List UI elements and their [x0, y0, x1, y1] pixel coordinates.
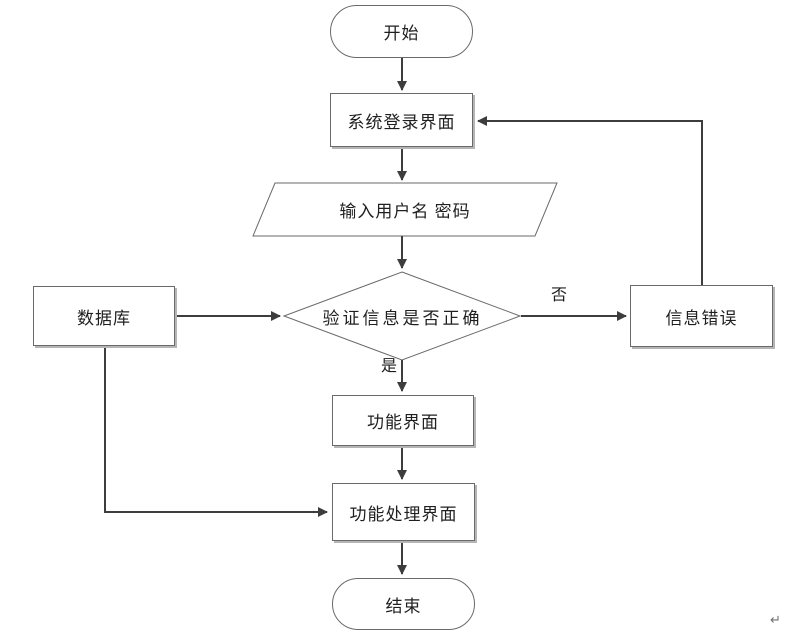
node-verify-label: 验证信息是否正确 [322, 308, 483, 328]
node-handler-label: 功能处理界面 [349, 504, 458, 524]
edge-error-to-login [477, 116, 703, 285]
node-end: 结束 [332, 578, 475, 630]
input-parallelogram-shape [252, 182, 558, 237]
paragraph-return-mark: ↵ [770, 613, 781, 628]
node-input-credentials: 输入用户名 密码 [275, 183, 535, 236]
edge-label-yes: 是 [381, 358, 398, 375]
node-start: 开始 [330, 5, 473, 58]
node-login-screen: 系统登录界面 [330, 93, 473, 147]
node-database-label: 数据库 [77, 308, 131, 328]
node-verify-decision: 验证信息是否正确 [285, 272, 520, 360]
node-input-label: 输入用户名 密码 [339, 202, 471, 221]
node-info-error-label: 信息错误 [665, 308, 738, 328]
edge-database-to-handler [104, 346, 328, 517]
node-function-label: 功能界面 [367, 413, 439, 432]
node-info-error: 信息错误 [630, 285, 773, 347]
node-handler-screen: 功能处理界面 [332, 483, 475, 541]
edge-label-no: 否 [551, 287, 568, 304]
node-end-label: 结束 [385, 596, 422, 616]
node-database: 数据库 [33, 286, 175, 346]
node-function-screen: 功能界面 [332, 395, 474, 446]
node-login-label: 系统登录界面 [347, 112, 456, 132]
node-start-label: 开始 [383, 24, 420, 43]
